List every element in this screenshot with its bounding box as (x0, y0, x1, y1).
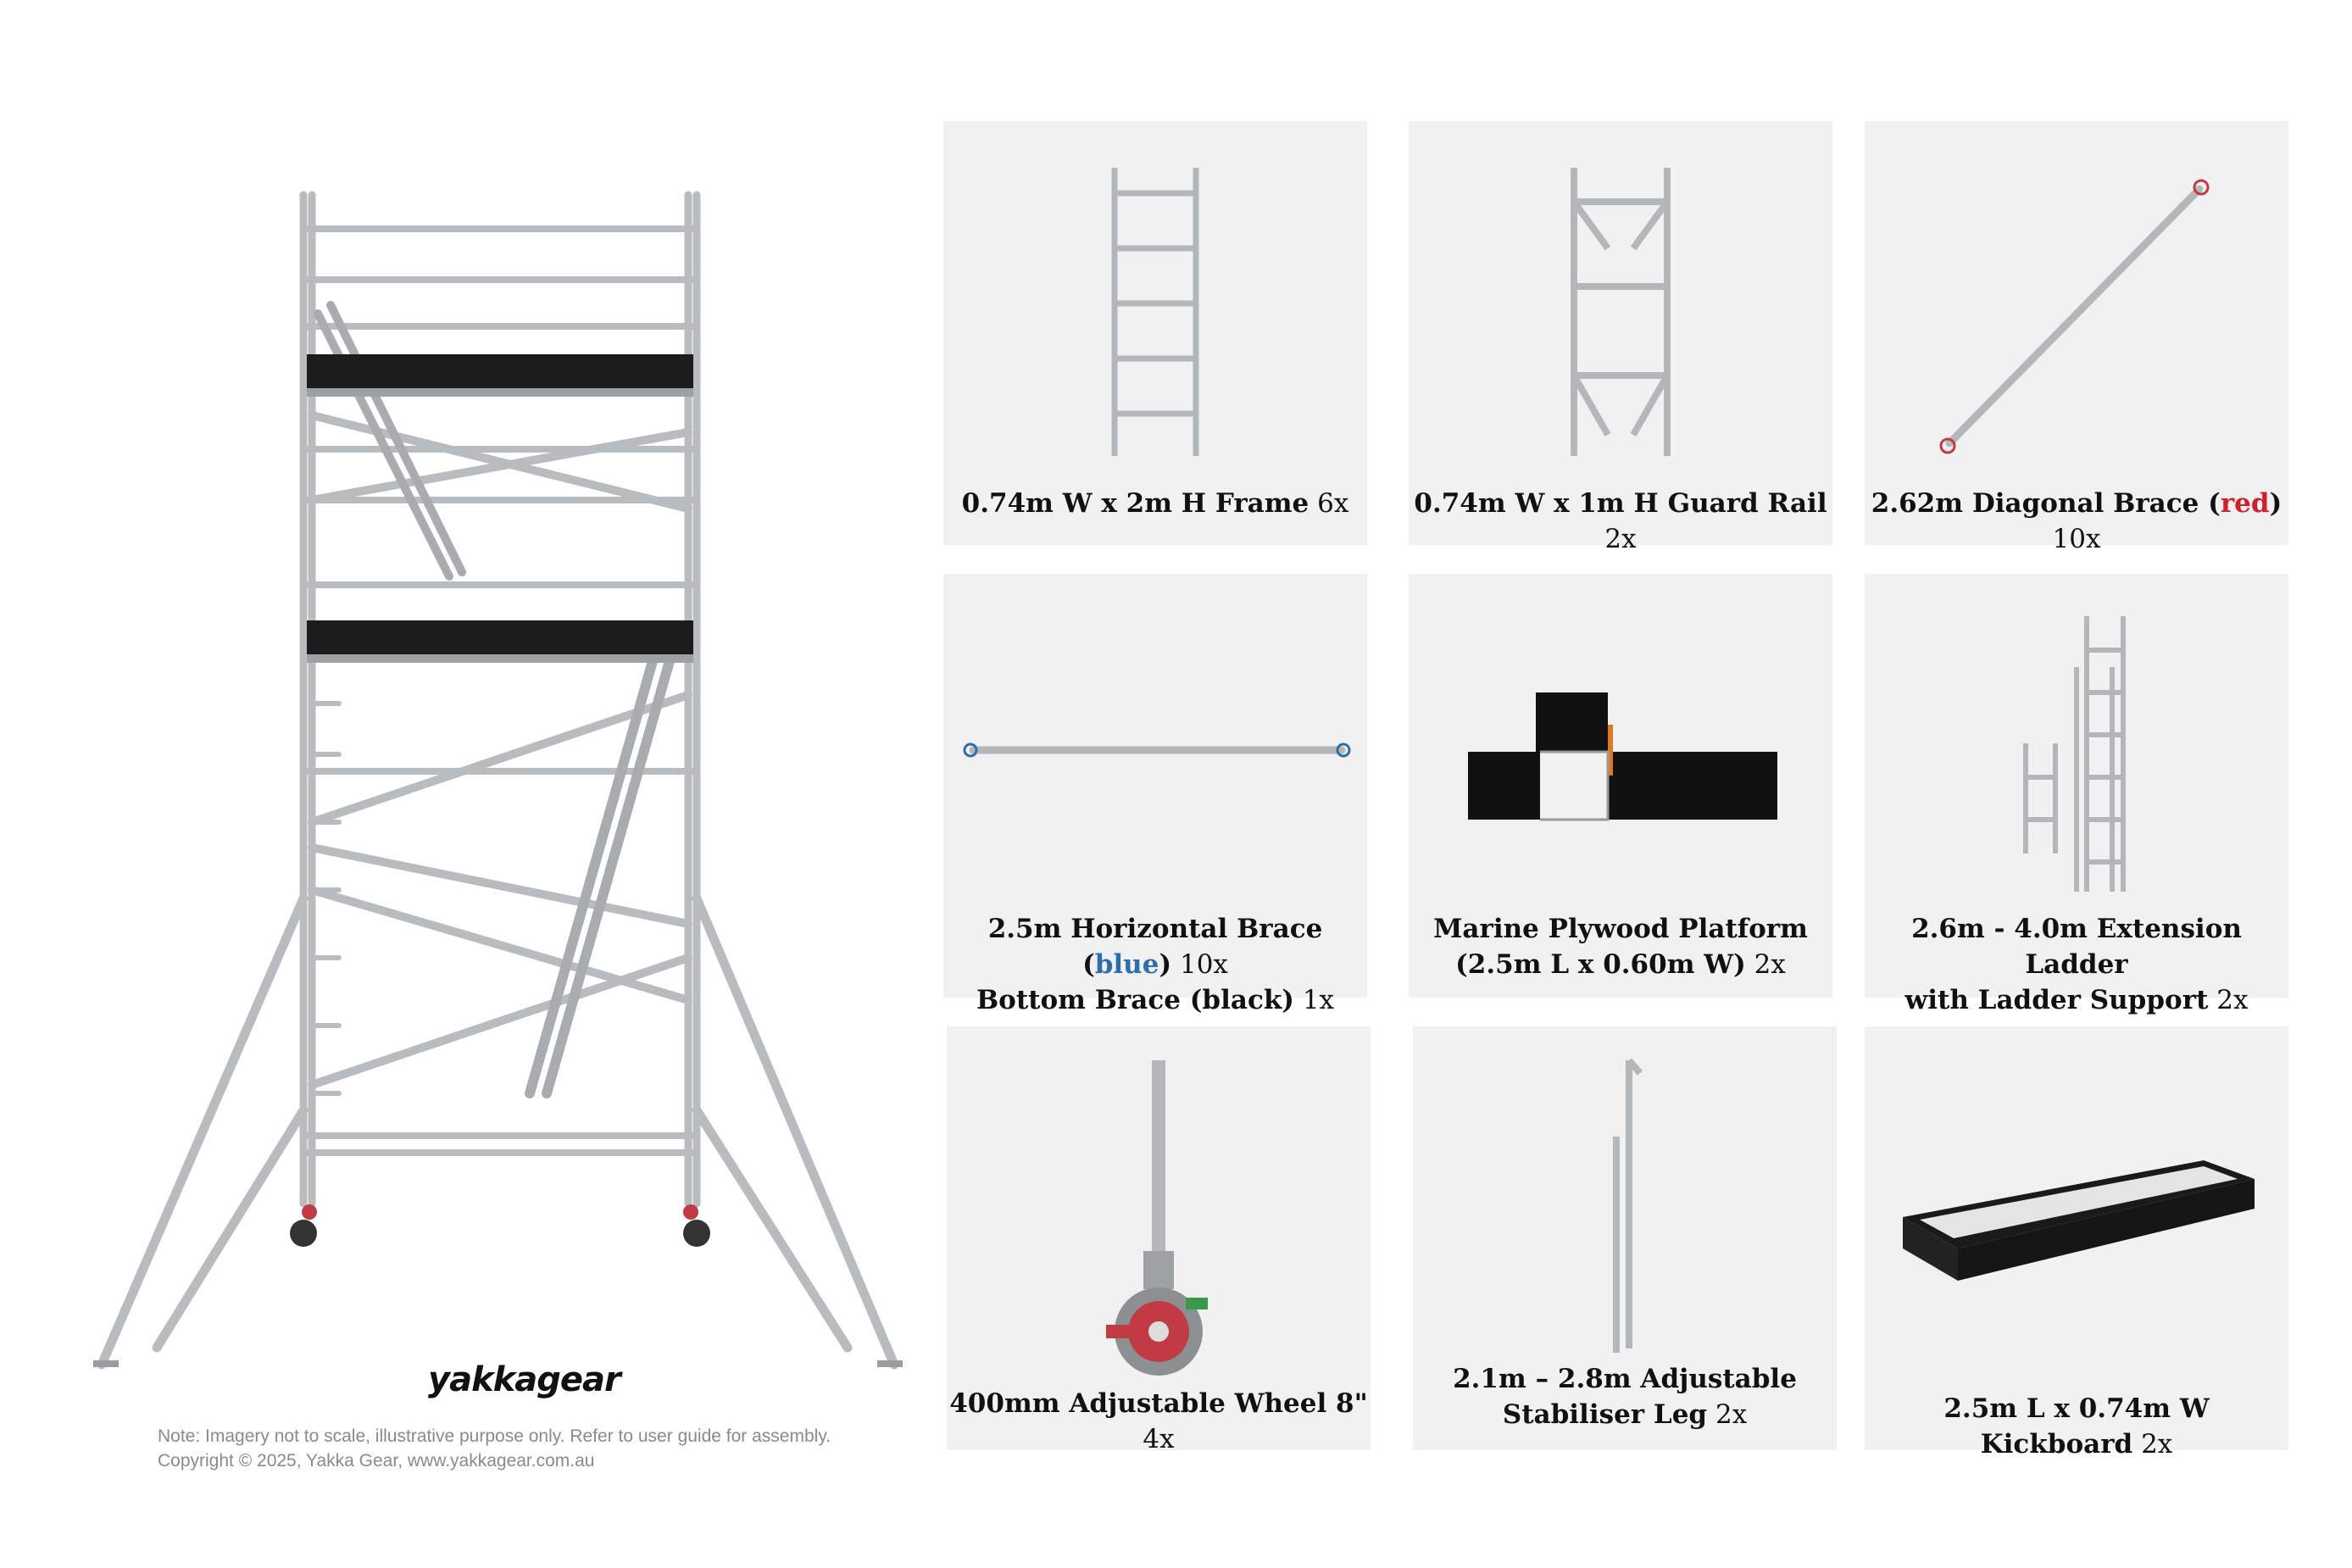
component-card-wheel: 400mm Adjustable Wheel 8" 4x (947, 1026, 1371, 1454)
caption-frame: 0.74m W x 2m H Frame 6x (961, 488, 1349, 519)
note-line-2: Copyright © 2025, Yakka Gear, www.yakkag… (158, 1451, 595, 1471)
scaffold-tower-image (93, 191, 903, 1370)
kickboard-icon (1903, 1160, 2255, 1281)
component-card-diagonal-brace: 2.62m Diagonal Brace (red) 10x (1865, 121, 2288, 554)
note-line-1: Note: Imagery not to scale, illustrative… (158, 1426, 831, 1446)
diagonal-brace-icon (1939, 179, 2210, 454)
caption-platform: Marine Plywood Platform (2.5m L x 0.60m … (1433, 914, 1808, 980)
component-card-horizontal-brace: 2.5m Horizontal Brace (blue) 10x Bottom … (943, 574, 1367, 1015)
disclaimer-note: Note: Imagery not to scale, illustrative… (158, 1424, 920, 1473)
caption-diagonal-brace: 2.62m Diagonal Brace (red) 10x (1871, 488, 2282, 554)
horizontal-brace-icon (963, 742, 1351, 758)
caption-extension-ladder: 2.6m - 4.0m Extension Ladder with Ladder… (1904, 914, 2249, 1015)
caption-horizontal-brace: 2.5m Horizontal Brace (blue) 10x Bottom … (976, 914, 1335, 1015)
extension-ladder-icon (2023, 616, 2126, 892)
component-card-platform: Marine Plywood Platform (2.5m L x 0.60m … (1409, 574, 1832, 998)
component-card-guard-rail: 0.74m W x 1m H Guard Rail 2x (1409, 121, 1832, 554)
brand-logo: yakkagear (428, 1360, 621, 1399)
component-card-kickboard: 2.5m L x 0.74m W Kickboard 2x (1865, 1026, 2288, 1460)
component-card-extension-ladder: 2.6m - 4.0m Extension Ladder with Ladder… (1865, 574, 2288, 1015)
component-card-stabiliser-leg: 2.1m – 2.8m Adjustable Stabiliser Leg 2x (1413, 1026, 1837, 1450)
stabiliser-leg-icon (1613, 1058, 1643, 1353)
caption-guard-rail: 0.74m W x 1m H Guard Rail 2x (1414, 488, 1827, 554)
caption-kickboard: 2.5m L x 0.74m W Kickboard 2x (1943, 1393, 2210, 1460)
frame-icon (1111, 168, 1199, 456)
platform-icon (1468, 692, 1777, 821)
component-card-frame: 0.74m W x 2m H Frame 6x (943, 121, 1367, 545)
wheel-icon (1106, 1060, 1208, 1376)
caption-stabiliser-leg: 2.1m – 2.8m Adjustable Stabiliser Leg 2x (1453, 1364, 1797, 1430)
guard-rail-icon (1571, 168, 1671, 456)
caption-wheel: 400mm Adjustable Wheel 8" 4x (949, 1388, 1368, 1454)
